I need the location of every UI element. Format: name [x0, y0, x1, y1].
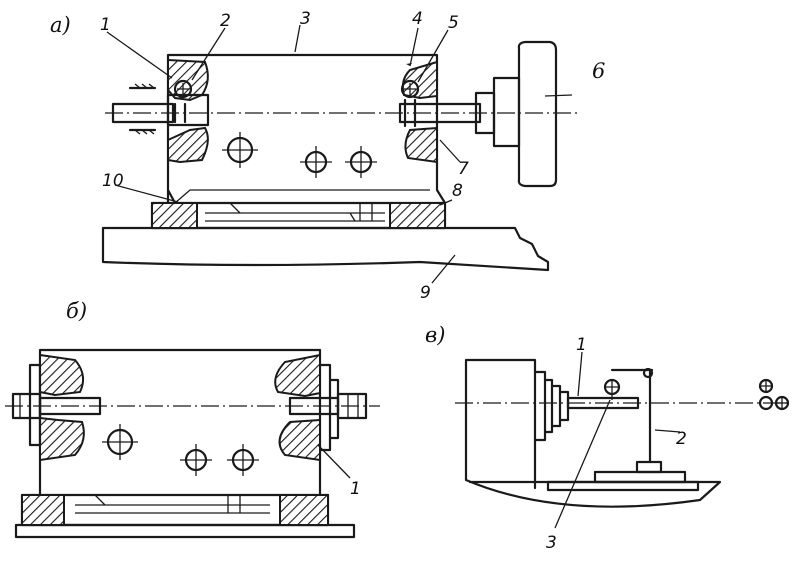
cut-b-left-low: [39, 416, 85, 462]
callout-a-1: 1: [100, 15, 111, 35]
callout-a-2: 2: [220, 11, 231, 31]
table-b: [14, 523, 356, 539]
flange-b-left: [28, 363, 42, 447]
panel-b: [5, 348, 380, 539]
flange-b-right: [318, 363, 340, 452]
panel-c: [455, 351, 790, 529]
callout-a-7: 7: [458, 159, 469, 179]
callout-a-3: 3: [300, 9, 311, 29]
panel-b-letter: б): [66, 299, 87, 323]
base-b-hatch-right: [279, 494, 329, 526]
housing-holes: [222, 132, 377, 178]
leaders-c: [554, 351, 681, 529]
machine-c: [464, 358, 722, 508]
housing-3: [166, 53, 447, 205]
panel-a: [101, 24, 580, 284]
base-b-hatch-left: [21, 494, 65, 526]
left-bearing-cut-lower: [167, 126, 209, 164]
cut-b-left-up: [39, 353, 85, 397]
housing-b-holes: [102, 424, 259, 476]
callout-a-8: 8: [452, 181, 463, 201]
symbol-c: [758, 378, 790, 411]
callout-b-1: 1: [350, 479, 361, 499]
ball-cross-5: [404, 83, 416, 95]
panel-c-letter: в): [425, 323, 445, 347]
callout-c-2: 2: [676, 429, 687, 449]
leader-lines: [106, 24, 573, 284]
arrow-tip: [406, 63, 412, 66]
leader-b-1: [317, 444, 351, 479]
arbor-hub: [492, 76, 521, 148]
bearing-ball-2: [173, 79, 193, 99]
left-seal: [128, 86, 157, 132]
slot-b: [75, 494, 270, 514]
seal-hatch: [134, 83, 155, 135]
clamp-c: [642, 367, 654, 379]
cut-b-right-low: [278, 418, 321, 462]
callout-a-9: 9: [420, 283, 431, 303]
callout-a-4: 4: [412, 9, 423, 29]
base-slot: [205, 202, 385, 222]
callout-c-3: 3: [546, 533, 557, 553]
bed-c: [546, 480, 700, 492]
base-hatch-right: [389, 202, 446, 229]
housing-step: [174, 189, 430, 204]
callout-a-10: 10: [102, 171, 124, 191]
base-hatch-left: [151, 202, 198, 229]
right-bearing-cut-lower: [404, 126, 438, 164]
table-9: [101, 226, 550, 272]
callout-c-1: 1: [576, 335, 587, 355]
cut-b-right-up: [274, 353, 321, 398]
labels: а) 1 2 3 4 5 6 7 8 9 10 б) 1 в) 1 2 3: [50, 9, 687, 553]
callout-a-5: 5: [448, 13, 459, 33]
indicator-c-lines: [605, 380, 619, 400]
right-bearing-cut: [401, 60, 438, 100]
stand-base-c: [635, 460, 663, 474]
panel-a-letter: а): [50, 13, 71, 37]
bearing-ball-5: [400, 79, 420, 99]
spindle-c: [533, 370, 570, 442]
callout-a-6: 6: [592, 59, 605, 83]
wheel-6: [517, 40, 558, 188]
right-shaft-7: [398, 102, 482, 124]
slide-c: [593, 470, 687, 484]
ball-cross-2: [177, 83, 189, 95]
